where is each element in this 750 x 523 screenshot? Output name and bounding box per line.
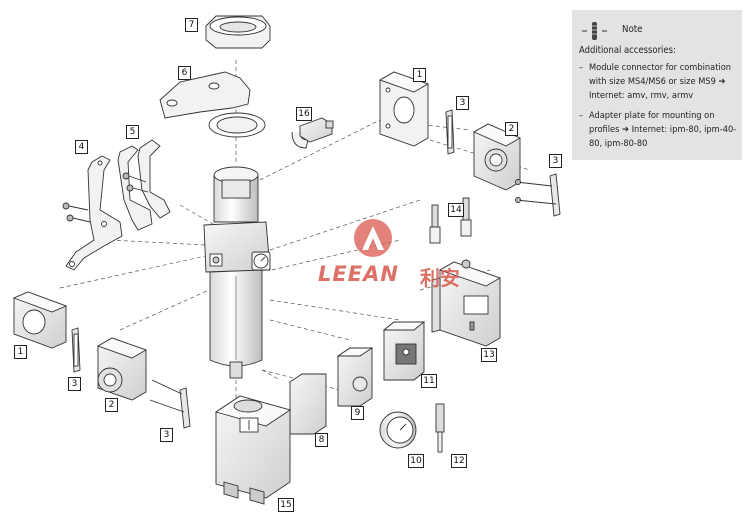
cover-plate-top (378, 71, 430, 147)
callout-9: 9 (351, 406, 364, 420)
callout-3-a: 3 (456, 96, 469, 110)
padlock (291, 117, 334, 149)
sensor-cable (435, 403, 445, 453)
lock-nut (205, 15, 271, 49)
connecting-plate-right (472, 123, 522, 191)
note-subtitle: Additional accessories: (579, 45, 676, 56)
watermark-logo-icon (354, 219, 392, 257)
wall-bracket-left (62, 155, 123, 271)
front-cover (289, 373, 327, 435)
watermark-chinese: 利安 (420, 266, 460, 290)
callout-3-d: 3 (160, 428, 173, 442)
cover-plate-left (12, 291, 68, 349)
callout-6: 6 (178, 66, 191, 80)
callout-1-left: 1 (14, 345, 27, 359)
callout-7: 7 (185, 18, 198, 32)
watermark-latin: LEEAN (318, 262, 399, 286)
note-dash: – (579, 62, 584, 73)
callout-3-b: 3 (549, 154, 562, 168)
callout-11: 11 (421, 374, 437, 388)
clamp-top (445, 109, 455, 155)
note-item-adapter-plate: – Adapter plate for mounting on profiles… (579, 109, 737, 152)
callout-16: 16 (296, 107, 312, 121)
filter-regulator (203, 166, 271, 379)
pressure-sensor-module (431, 259, 502, 347)
mounting-bracket (159, 71, 266, 138)
callout-12: 12 (451, 454, 467, 468)
connecting-plate-left (96, 337, 148, 401)
clamp-left-lower (149, 379, 191, 429)
callout-14: 14 (448, 203, 464, 217)
clamp-left (71, 327, 81, 373)
callout-10: 10 (408, 454, 424, 468)
note-title: Note (622, 24, 643, 35)
callout-13: 13 (481, 348, 497, 362)
callout-15: 15 (278, 498, 294, 512)
info-icon (582, 22, 607, 40)
wall-bracket-right (117, 139, 171, 231)
pressure-gauge (379, 411, 417, 449)
callout-2-left: 2 (105, 398, 118, 412)
gauge-housing (336, 347, 374, 407)
note-dash: – (579, 110, 584, 121)
clamp-right-bolts (515, 173, 561, 217)
callout-5: 5 (126, 125, 139, 139)
callout-8: 8 (315, 433, 328, 447)
manifold-block (214, 395, 292, 505)
note-item-module-connector: – Module connector for combination with … (579, 61, 737, 104)
pressure-switch (382, 321, 426, 381)
note-item-text: Module connector for combination with si… (589, 62, 732, 102)
callout-1-top: 1 (413, 68, 426, 82)
callout-2-right: 2 (505, 122, 518, 136)
note-item-text: Adapter plate for mounting on profiles ➔… (589, 110, 737, 150)
callout-4: 4 (75, 140, 88, 154)
callout-3-c: 3 (68, 377, 81, 391)
note-box: Note Additional accessories: – Module co… (572, 10, 742, 160)
